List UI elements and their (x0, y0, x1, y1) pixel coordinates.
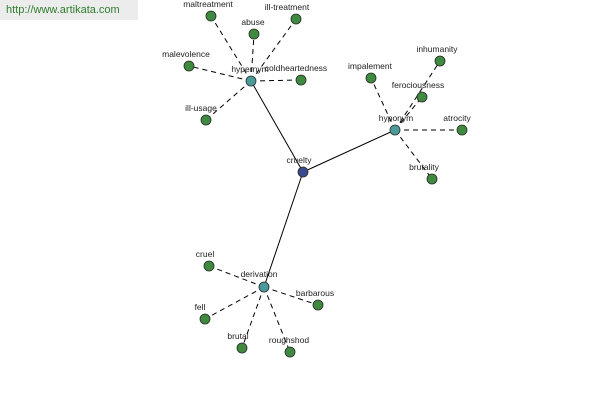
leaf-node[interactable] (200, 114, 212, 126)
watermark-url[interactable]: http://www.artikata.com (0, 0, 138, 20)
relation-node-hypernym-1[interactable] (245, 75, 257, 87)
leaf-node[interactable] (295, 74, 307, 86)
relation-label[interactable]: hypernym (231, 64, 268, 74)
leaf-label[interactable]: coldheartedness (265, 63, 327, 73)
leaf-node[interactable] (203, 260, 215, 272)
leaf-node[interactable] (199, 313, 211, 325)
leaf-node[interactable] (456, 124, 468, 136)
edge-root-to-hypernym-1 (250, 80, 304, 173)
leaf-label[interactable]: roughshod (269, 335, 309, 345)
leaf-node[interactable] (312, 299, 324, 311)
leaf-label[interactable]: cruel (196, 249, 215, 259)
leaf-label[interactable]: impalement (348, 61, 393, 71)
leaf-node[interactable] (183, 60, 195, 72)
leaf-node[interactable] (284, 346, 296, 358)
edge-hyponym-1-to-leaf (394, 96, 423, 131)
edge-hyponym-1-to-leaf (394, 129, 433, 180)
edge-hypernym-1-to-leaf (188, 65, 252, 82)
leaf-node[interactable] (416, 91, 428, 103)
leaf-label[interactable]: ferociousness (392, 80, 444, 90)
root-node[interactable] (297, 166, 309, 178)
leaf-label[interactable]: barbarous (296, 288, 334, 298)
edge-hypernym-1-to-leaf (205, 80, 252, 121)
leaf-node[interactable] (205, 10, 217, 22)
leaf-node[interactable] (290, 13, 302, 25)
leaf-label[interactable]: inhumanity (416, 44, 458, 54)
edge-hypernym-1-to-leaf (250, 79, 302, 82)
edge-root-to-derivation-1 (263, 171, 304, 288)
nodes-layer (183, 10, 468, 358)
edge-hyponym-1-to-leaf (394, 60, 441, 131)
root-label[interactable]: cruelty (286, 155, 312, 165)
relation-node-hyponym-1[interactable] (389, 124, 401, 136)
leaf-label[interactable]: abuse (241, 17, 264, 27)
leaf-label[interactable]: ill-usage (185, 103, 217, 113)
leaf-label[interactable]: brutality (409, 162, 440, 172)
leaf-label[interactable]: fell (195, 302, 206, 312)
edges-layer (188, 15, 462, 353)
edge-derivation-1-to-leaf (204, 286, 265, 320)
edge-hypernym-1-to-leaf (250, 33, 255, 82)
relation-label[interactable]: derivation (241, 269, 278, 279)
edge-derivation-1-to-leaf (208, 265, 265, 288)
leaf-node[interactable] (426, 173, 438, 185)
edge-hypernym-1-to-leaf (250, 18, 297, 82)
edge-root-to-hyponym-1 (302, 129, 396, 173)
leaf-node[interactable] (434, 55, 446, 67)
leaf-label[interactable]: brutal (227, 331, 248, 341)
edge-hyponym-1-to-leaf (370, 77, 396, 131)
leaf-node[interactable] (365, 72, 377, 84)
leaf-label[interactable]: atrocity (443, 113, 471, 123)
leaf-node[interactable] (248, 28, 260, 40)
edge-derivation-1-to-leaf (241, 286, 265, 349)
edge-derivation-1-to-leaf (263, 286, 291, 353)
leaf-label[interactable]: maltreatment (183, 0, 233, 9)
edge-derivation-1-to-leaf (263, 286, 319, 306)
relation-label[interactable]: hyponym (379, 113, 414, 123)
edge-hypernym-1-to-leaf (210, 15, 252, 82)
leaf-node[interactable] (236, 342, 248, 354)
relation-node-derivation-1[interactable] (258, 281, 270, 293)
leaf-label[interactable]: malevolence (162, 49, 210, 59)
leaf-label[interactable]: ill-treatment (265, 2, 310, 12)
